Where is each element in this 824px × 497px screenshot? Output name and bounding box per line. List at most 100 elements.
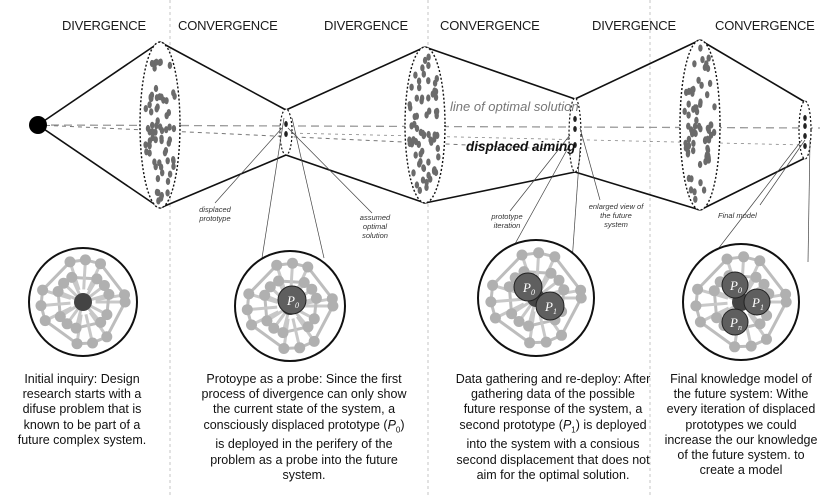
dark-oval [158,123,163,131]
dark-oval [153,136,158,144]
network-node [91,273,103,285]
caption-prototype-probe: Protoype as a probe: Since the first pro… [201,372,407,482]
dark-oval [147,101,152,109]
prototype-mark [573,142,577,148]
dark-oval [171,162,176,170]
dark-oval [711,128,717,136]
dark-oval [693,195,698,203]
network-node [575,284,587,296]
network-node [780,288,792,300]
network-node [506,308,518,320]
dark-oval [421,164,426,172]
network-node [277,327,289,339]
dark-oval [434,75,439,83]
dark-oval [154,122,159,130]
prototype-mark [284,121,288,127]
network-node [54,311,66,323]
displaced-aiming-line-2 [285,132,806,146]
phase-divergence-3: DIVERGENCE [592,18,676,33]
network-node [708,285,720,297]
dark-oval [426,61,431,70]
dark-oval [691,147,696,155]
network-node [754,255,766,267]
network-node [549,251,561,263]
prototype-mark [803,133,807,139]
dark-oval [166,139,171,147]
network-node [729,341,741,353]
dark-oval [690,130,695,138]
displaced-aiming-label: displaced aiming [466,139,576,154]
dark-oval [420,176,426,184]
dark-oval [166,109,171,117]
dark-oval [153,163,158,171]
prototype-mark [803,143,807,149]
dark-oval [421,70,426,78]
dark-oval [689,86,695,94]
dark-oval [153,128,158,136]
network-node [101,331,113,343]
dark-oval [420,147,425,155]
dark-oval [686,135,692,143]
dark-oval [171,157,176,165]
network-node [103,288,115,300]
network-node [273,275,285,287]
dark-oval [699,81,704,89]
dark-oval [700,56,705,64]
dark-oval [153,84,159,93]
dark-oval [696,76,701,84]
network-node [308,335,320,347]
dark-oval [150,121,155,129]
dark-oval [418,158,423,166]
dark-oval [171,125,177,133]
network-node [533,247,545,259]
dark-oval [429,138,434,146]
dark-oval [686,122,691,130]
dark-oval [419,94,425,102]
prototype-node-label: P [751,295,760,310]
network-node [39,315,51,327]
network-node [35,300,47,312]
prototype-iteration-label: prototype iteration [491,212,523,230]
prototype-node-label: P [286,293,295,308]
dark-oval [692,122,698,130]
dark-oval [165,189,170,197]
network-node [694,316,706,328]
dark-oval [694,116,699,124]
dark-oval [706,153,711,162]
displaced-prototype-label: displaced prototype [199,205,231,223]
dark-oval [159,93,164,101]
network-node [98,280,110,291]
network-initial [28,247,138,357]
network-node [758,278,770,290]
network-node [738,251,750,263]
network-node [101,309,113,321]
network-node [513,316,525,327]
network-node [690,300,702,312]
dark-oval [157,59,162,67]
dark-oval [407,136,412,144]
divergence-ellipses [139,39,721,211]
dark-oval [158,163,164,171]
dark-oval [167,61,173,69]
assumed-optimal-label: assumed optimal solution [359,213,391,240]
dark-oval [149,108,154,116]
network-node [308,313,320,325]
caption-data-gathering: Data gathering and re-deploy: After gath… [455,372,651,482]
dark-oval [162,149,168,157]
dark-oval [692,188,697,196]
network-node [310,292,322,304]
dark-oval [147,137,153,145]
prototype-mark [573,116,577,122]
dark-oval [144,148,149,156]
prototype-node-label: P [544,299,553,314]
dark-oval [416,140,421,148]
dark-oval [684,88,689,96]
prototype-node-subscript: 0 [295,301,299,310]
dark-oval [416,77,422,85]
phase-convergence-2: CONVERGENCE [440,18,540,33]
dark-oval [688,186,694,194]
dark-oval [698,125,703,133]
convergence-ellipse [568,97,582,173]
prototype-node-label: P [729,278,738,293]
